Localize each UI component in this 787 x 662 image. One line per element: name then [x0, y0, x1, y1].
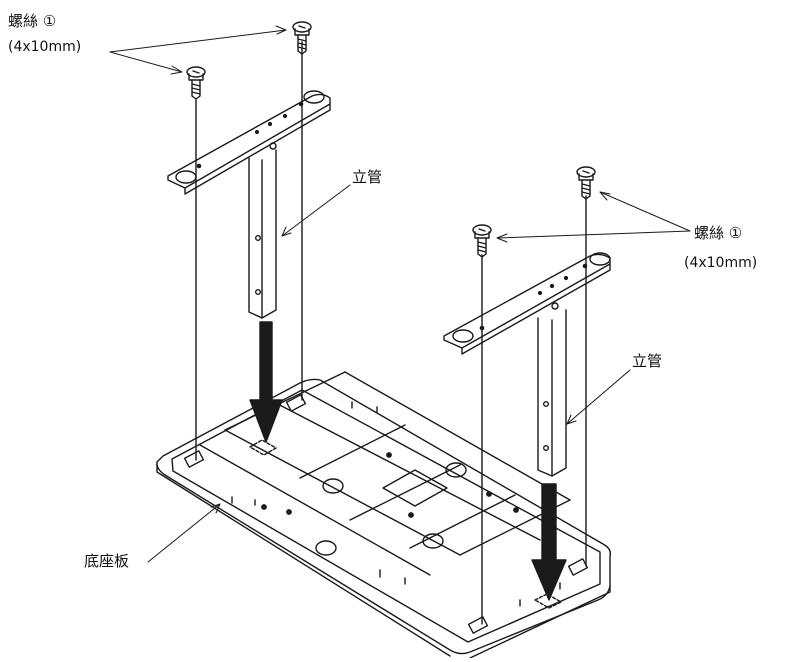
screw-size-label-left: (4x10mm) — [8, 39, 82, 55]
screw-icon — [292, 21, 312, 55]
base-plate — [156, 371, 612, 659]
base-plate-label: 底座板 — [84, 552, 130, 570]
leader-lines — [109, 25, 691, 563]
screw-icon — [186, 66, 206, 100]
right-riser — [443, 195, 611, 625]
screw-icon — [576, 166, 596, 200]
screw-size-label-right: (4x10mm) — [684, 255, 758, 271]
riser-label-right: 立管 — [632, 352, 663, 370]
down-arrow-icon — [249, 321, 283, 443]
left-riser — [167, 41, 331, 461]
screw-label-right: 螺絲 ① — [694, 224, 743, 242]
riser-label-left: 立管 — [352, 168, 383, 186]
screw-icon — [472, 224, 492, 258]
down-arrow-icon — [531, 483, 567, 601]
screw-label-left: 螺絲 ① — [8, 12, 57, 30]
